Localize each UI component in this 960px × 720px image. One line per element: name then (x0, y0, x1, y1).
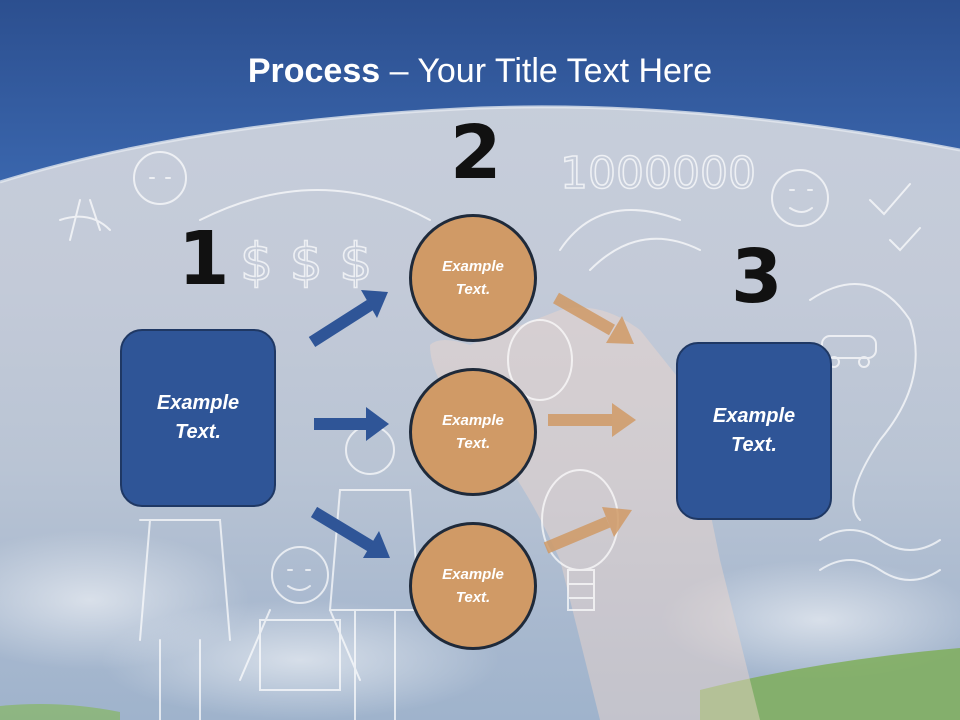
circle-bottom-line2: Text. (455, 589, 491, 606)
circle-bottom-line1: Example (442, 566, 504, 583)
page-title: Process – Your Title Text Here (0, 52, 960, 91)
arrow-blue-middle (314, 407, 389, 441)
arrow-orange-middle (548, 403, 636, 437)
svg-text:$ $ $: $ $ $ (240, 233, 372, 293)
circle-middle-line2: Text. (455, 435, 491, 452)
circle-middle-line1: Example (442, 412, 504, 429)
circle-top-line1: Example (442, 258, 504, 275)
arrow-blue-up (308, 290, 388, 348)
title-bold: Process (247, 52, 381, 90)
arrow-orange-up (543, 507, 632, 554)
arrow-orange-down (553, 292, 634, 344)
step-box-1-line2: Text. (175, 421, 221, 443)
step-box-1-line1: Example (156, 392, 240, 414)
title-rest: – Your Title Text Here (380, 52, 713, 90)
step-box-3-line2: Text. (731, 434, 777, 456)
arrow-blue-down (310, 506, 390, 558)
step-number-3: 3 (731, 234, 783, 320)
step-number-2: 2 (450, 110, 502, 196)
step-number-1: 1 (178, 216, 230, 302)
circle-top-line2: Text. (455, 281, 491, 298)
svg-text:1000000: 1000000 (560, 148, 756, 199)
step-box-3-line1: Example (712, 405, 796, 427)
